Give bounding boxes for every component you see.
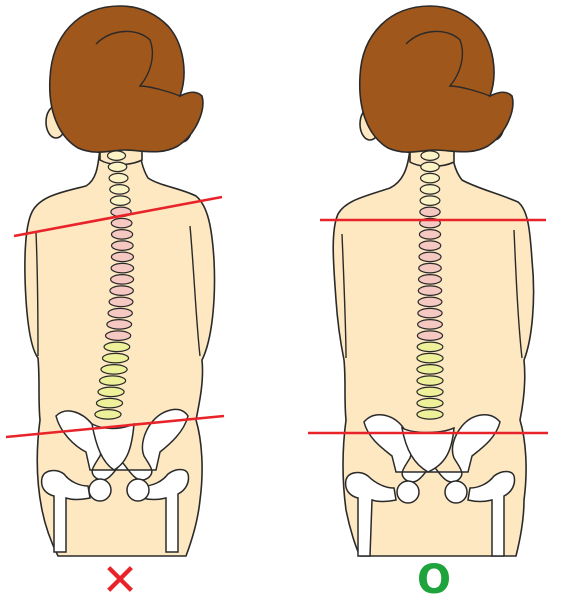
arm-line-left-bad	[35, 231, 39, 357]
hip-line-bad	[5, 414, 225, 439]
vertebra	[416, 409, 444, 420]
hair-strand-bad	[95, 30, 181, 97]
vertebra	[95, 397, 124, 409]
vertebra	[418, 251, 442, 263]
femur-right-good	[467, 470, 516, 557]
femur-left-good	[344, 471, 397, 557]
vertebra	[103, 341, 131, 353]
incorrect-mark-icon: ✕	[101, 554, 139, 606]
vertebra	[420, 161, 440, 173]
vertebra	[417, 296, 443, 308]
vertebra	[110, 251, 135, 263]
vertebra	[416, 352, 444, 364]
vertebra	[108, 296, 134, 308]
vertebra	[418, 229, 442, 240]
arm-line-left-good	[341, 233, 347, 359]
vertebra	[107, 161, 128, 173]
vertebra	[417, 274, 443, 285]
vertebra	[419, 184, 441, 195]
figure-bad	[5, 5, 225, 557]
spine-curved	[94, 150, 135, 420]
hair-bad	[48, 5, 204, 153]
vertebra	[418, 262, 442, 274]
vertebra	[109, 195, 131, 206]
hip-joint-left-good	[396, 480, 420, 504]
vertebra	[420, 150, 440, 161]
vertebra	[419, 195, 441, 206]
vertebra	[417, 307, 443, 319]
vertebra	[416, 330, 444, 341]
vertebra	[416, 341, 444, 353]
vertebra	[108, 172, 129, 184]
hip-joint-right-bad	[126, 478, 150, 502]
vertebra	[110, 274, 135, 285]
vertebra	[100, 364, 128, 375]
vertebra	[101, 352, 130, 364]
hip-joint-right-good	[444, 480, 468, 504]
vertebra	[97, 386, 125, 398]
vertebra	[110, 240, 134, 251]
vertebra	[110, 262, 135, 274]
vertebra	[419, 206, 441, 218]
femur-left-bad	[40, 469, 91, 553]
spine-straight	[416, 150, 444, 420]
vertebra	[416, 375, 444, 386]
vertebra	[106, 150, 127, 161]
hair-strand-good	[405, 30, 491, 97]
vertebra	[107, 307, 133, 319]
vertebra	[104, 330, 132, 341]
vertebra	[94, 409, 122, 420]
vertebra	[418, 240, 442, 251]
vertebra	[109, 184, 130, 195]
sacrum-bad	[90, 422, 135, 471]
shoulder-line-bad	[13, 195, 223, 238]
hair-good	[358, 5, 514, 153]
hip-joint-left-bad	[88, 478, 112, 502]
vertebra	[110, 217, 133, 229]
vertebra	[110, 229, 134, 240]
vertebra	[417, 319, 443, 330]
arm-line-right-good	[513, 229, 523, 359]
vertebra	[109, 285, 134, 296]
vertebra	[98, 375, 127, 386]
vertebra	[416, 397, 444, 409]
vertebra	[417, 285, 443, 296]
figure-good	[308, 5, 548, 557]
vertebra	[416, 386, 444, 398]
correct-mark-icon: O	[416, 557, 451, 603]
arm-line-right-bad	[189, 225, 201, 357]
vertebra	[106, 319, 133, 330]
vertebra	[419, 172, 441, 184]
vertebra	[416, 364, 444, 375]
